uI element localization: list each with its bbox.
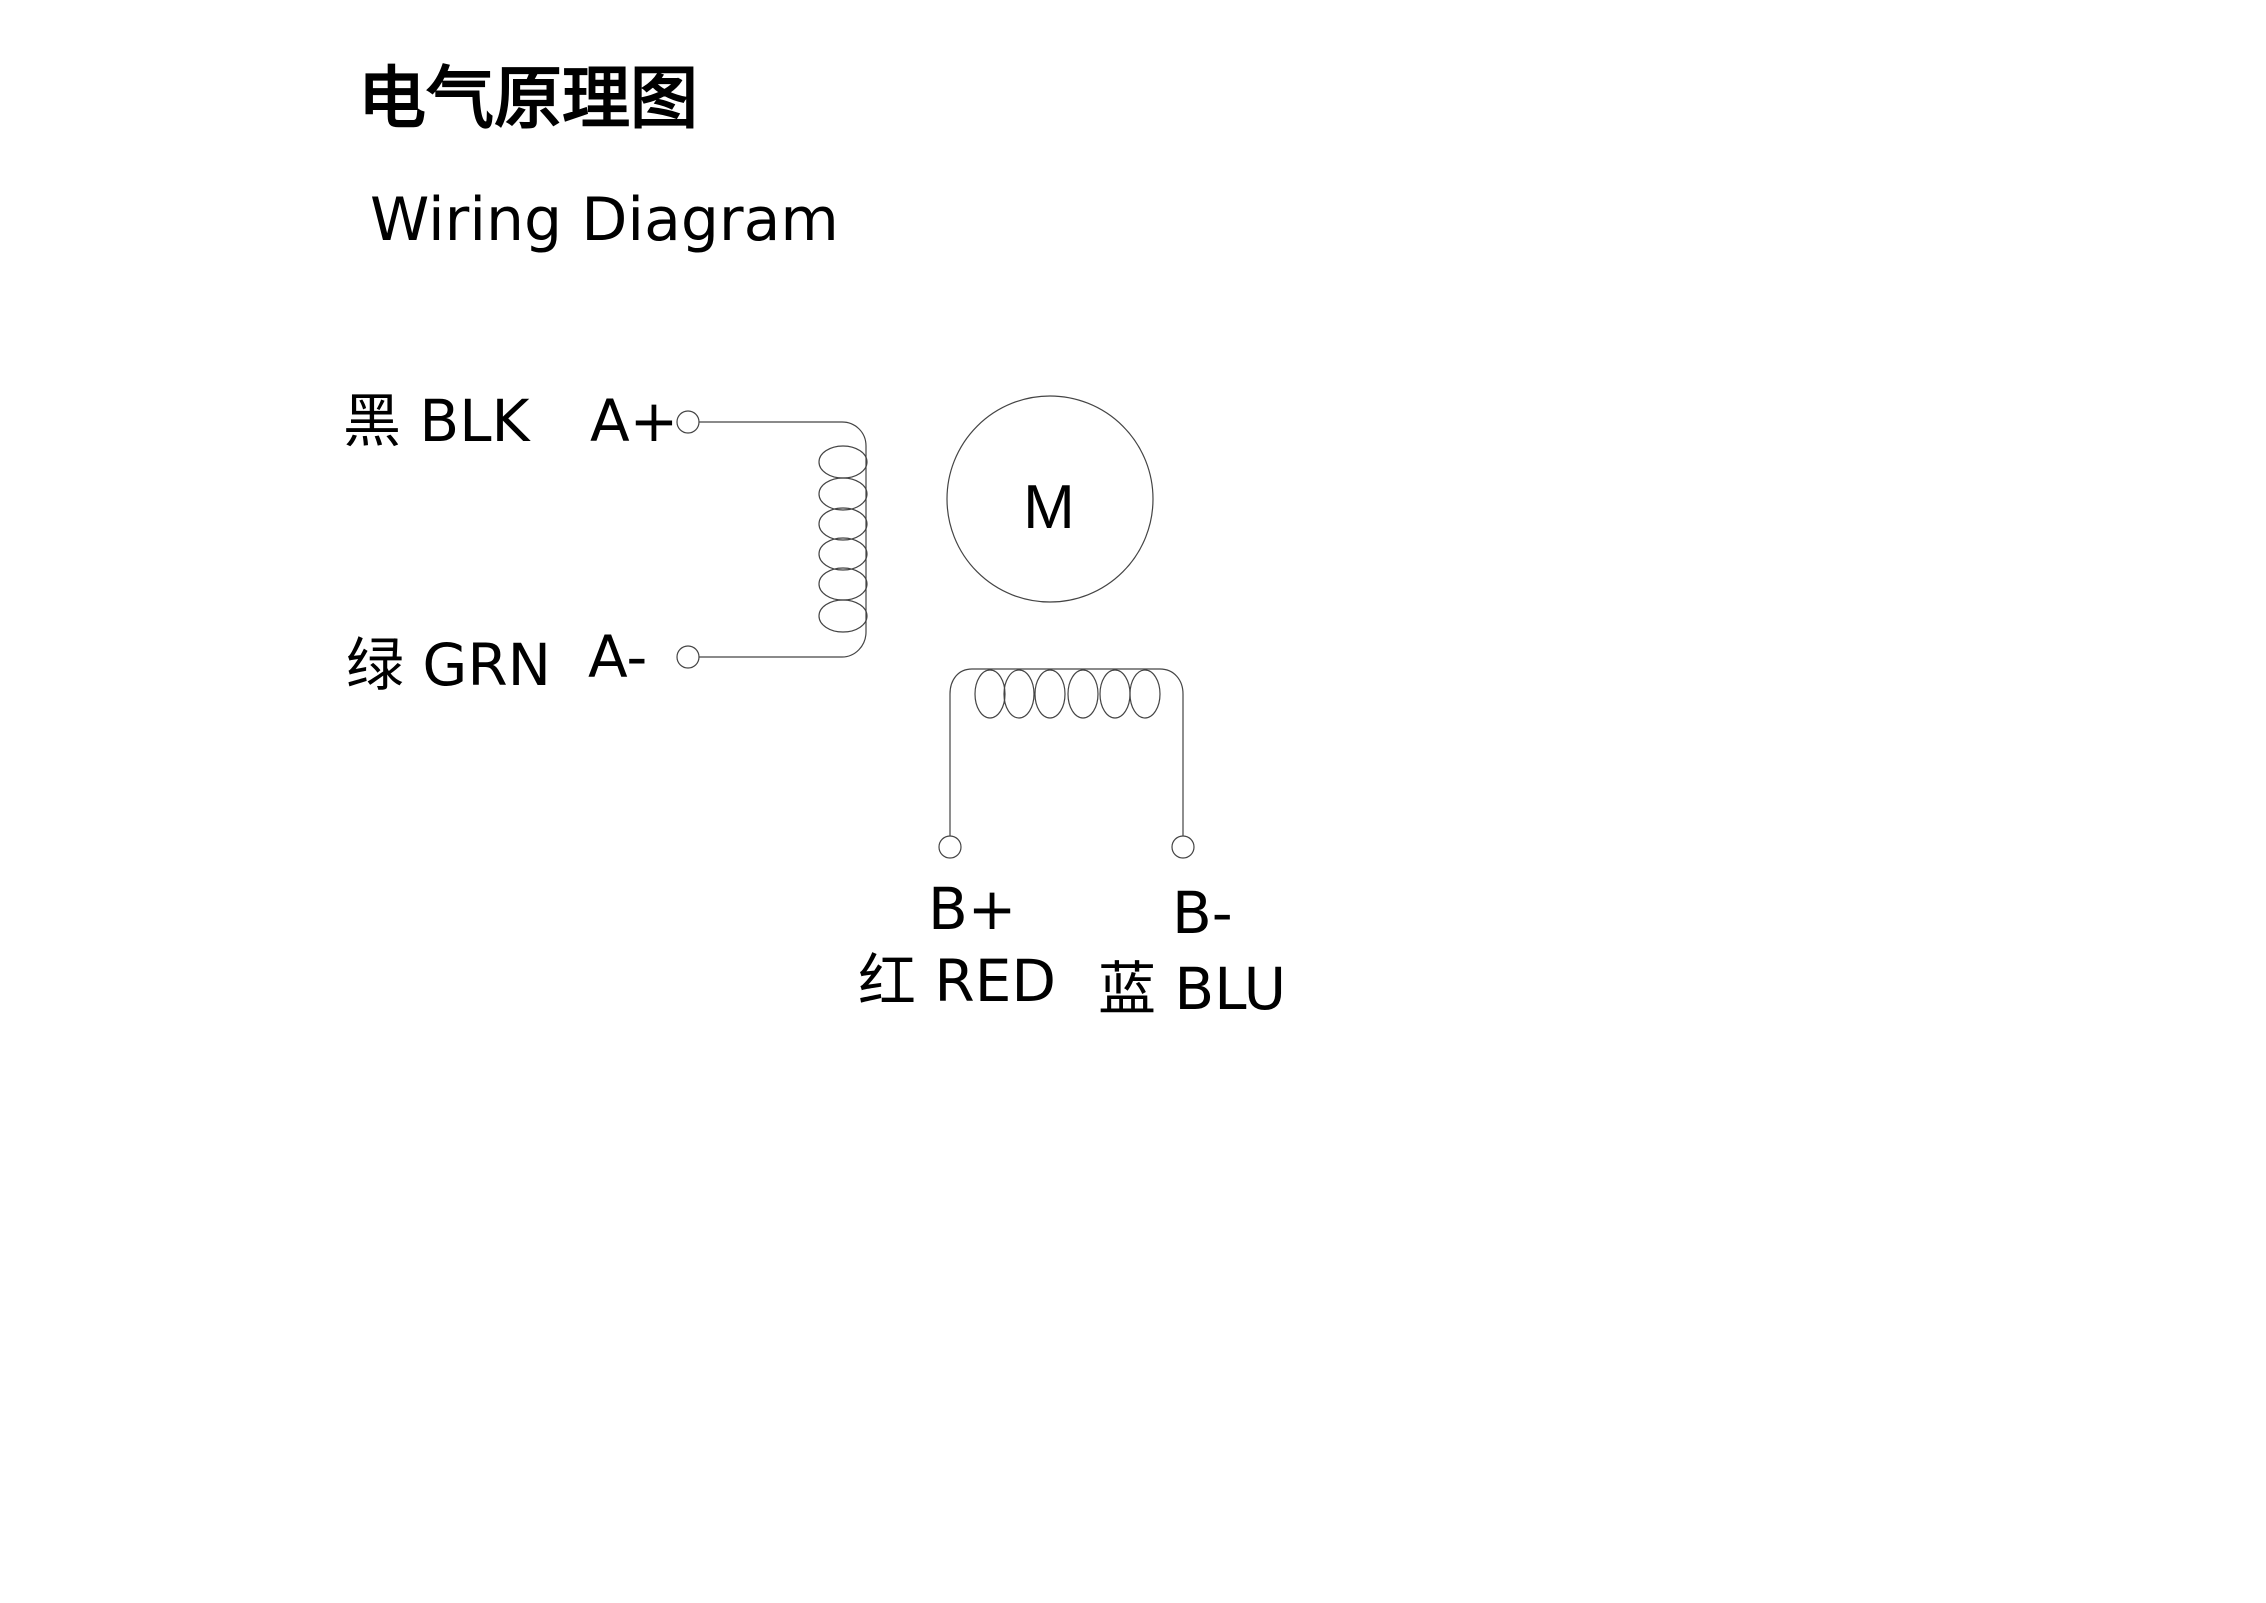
wire-color-a-plus: 黑 BLK [343, 387, 530, 455]
phase-a-winding [676, 410, 868, 669]
wire-color-b-plus: 红 RED [858, 947, 1057, 1015]
phase-b-winding [938, 668, 1195, 859]
terminal-label-b-minus: B- [1172, 879, 1233, 947]
motor-circle [946, 395, 1154, 603]
terminal-a-plus [676, 410, 700, 434]
terminal-b-plus [938, 835, 962, 859]
title-english: Wiring Diagram [370, 185, 839, 255]
wiring-diagram: M [676, 395, 1195, 859]
motor-label: M [1023, 473, 1075, 542]
terminal-label-b-plus: B+ [928, 875, 1017, 943]
wire-color-a-minus: 绿 GRN [346, 631, 552, 699]
title-chinese: 电气原理图 [358, 60, 699, 139]
terminal-a-minus [676, 645, 700, 669]
terminal-b-minus [1171, 835, 1195, 859]
terminal-label-a-minus: A- [588, 623, 648, 691]
wire-color-b-minus: 蓝 BLU [1098, 955, 1287, 1023]
terminal-label-a-plus: A+ [590, 387, 679, 455]
